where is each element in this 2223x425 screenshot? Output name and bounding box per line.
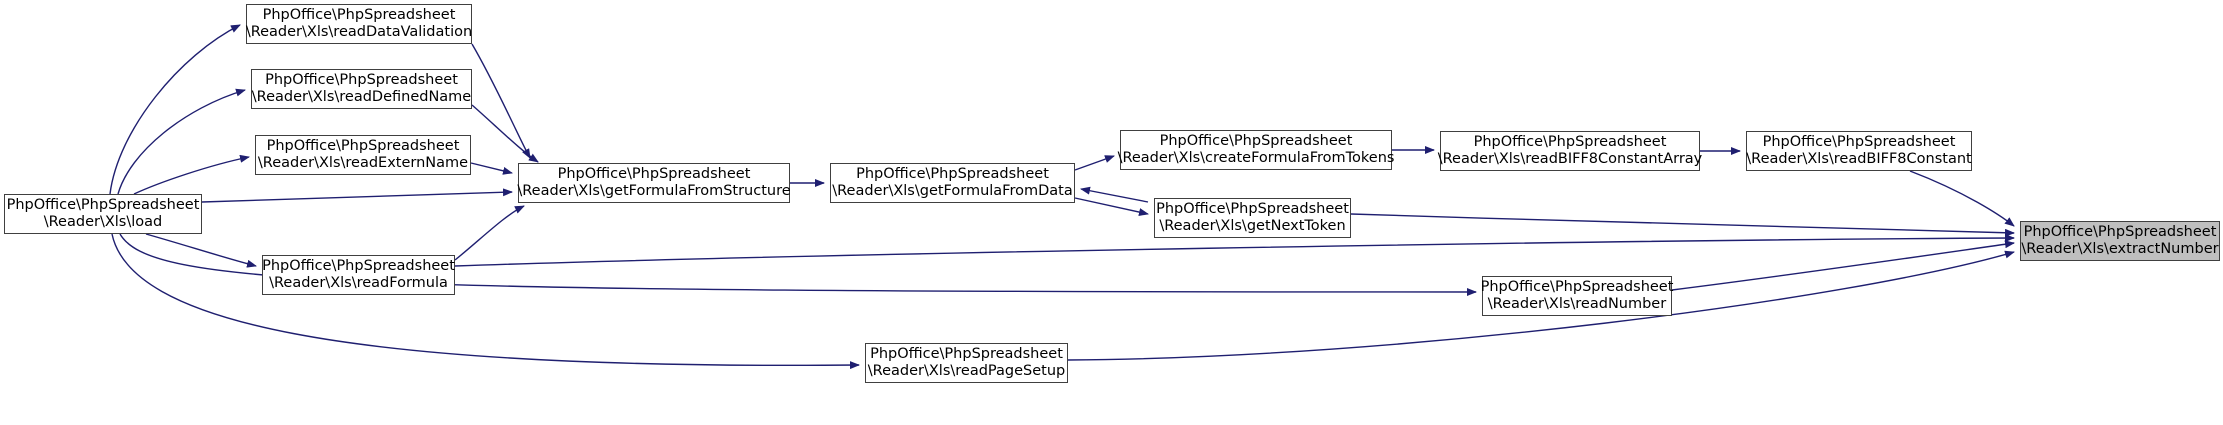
edge-get-formula-from-data-to-create-formula-from-tokens	[1074, 155, 1115, 171]
node-label-line2: \Reader\Xls\getFormulaFromStructure	[517, 183, 791, 199]
node-label-line1: PhpOffice\PhpSpreadsheet	[1156, 201, 1349, 217]
edge-load-to-read-extern-name	[133, 154, 250, 195]
edge-read-defined-name-to-get-formula-from-structure	[471, 104, 539, 163]
node-label-line1: PhpOffice\PhpSpreadsheet	[262, 258, 455, 274]
node-label-line1: PhpOffice\PhpSpreadsheet	[262, 7, 456, 23]
edge-load-to-read-data-validation	[109, 24, 241, 195]
node-label-line2: \Reader\Xls\readBIFF8Constant	[1746, 151, 1972, 167]
node-label-line1: PhpOffice\PhpSpreadsheet	[2023, 224, 2217, 240]
node-create-formula-from-tokens[interactable]: PhpOffice\PhpSpreadsheet\Reader\Xls\crea…	[1117, 130, 1395, 170]
node-label-line2: \Reader\Xls\readFormula	[269, 275, 448, 291]
node-label-line2: \Reader\Xls\readExternName	[257, 155, 469, 171]
node-label-line1: PhpOffice\PhpSpreadsheet	[1480, 279, 1674, 295]
node-read-page-setup[interactable]: PhpOffice\PhpSpreadsheet\Reader\Xls\read…	[865, 343, 1068, 383]
node-read-data-validation[interactable]: PhpOffice\PhpSpreadsheet\Reader\Xls\read…	[246, 4, 472, 44]
node-label-line2: \Reader\Xls\getFormulaFromData	[832, 183, 1073, 199]
node-read-number[interactable]: PhpOffice\PhpSpreadsheet\Reader\Xls\read…	[1480, 276, 1674, 316]
node-label-line2: \Reader\Xls\createFormulaFromTokens	[1117, 150, 1395, 166]
node-label-line2: \Reader\Xls\load	[43, 214, 163, 230]
node-label-line1: PhpOffice\PhpSpreadsheet	[266, 138, 460, 154]
node-label-line1: PhpOffice\PhpSpreadsheet	[870, 346, 1063, 362]
edge-read-biff8-constant-to-extract-number	[1909, 170, 2015, 227]
node-label-line2: \Reader\Xls\readBIFF8ConstantArray	[1437, 151, 1703, 167]
node-label-line2: \Reader\Xls\readDefinedName	[251, 89, 472, 105]
node-label-line1: PhpOffice\PhpSpreadsheet	[856, 166, 1049, 182]
node-label-line2: \Reader\Xls\extractNumber	[2021, 241, 2219, 257]
node-extract-number[interactable]: PhpOffice\PhpSpreadsheet\Reader\Xls\extr…	[2020, 221, 2220, 261]
node-read-biff8-constant[interactable]: PhpOffice\PhpSpreadsheet\Reader\Xls\read…	[1746, 131, 1972, 171]
node-label-line1: PhpOffice\PhpSpreadsheet	[1762, 134, 1956, 150]
node-label-line2: \Reader\Xls\readDataValidation	[245, 24, 473, 40]
edge-get-next-token-to-extract-number	[1350, 213, 2015, 237]
edge-load-to-get-formula-from-structure	[201, 188, 513, 203]
edge-read-number-to-extract-number	[1671, 240, 2015, 291]
node-label-line1: PhpOffice\PhpSpreadsheet	[1159, 133, 1353, 149]
edge-load-to-read-defined-name	[117, 88, 246, 195]
node-read-extern-name[interactable]: PhpOffice\PhpSpreadsheet\Reader\Xls\read…	[255, 135, 471, 175]
node-label-line2: \Reader\Xls\readPageSetup	[867, 363, 1066, 379]
edge-get-formula-from-data-to-get-next-token	[1074, 197, 1149, 216]
node-label-line1: PhpOffice\PhpSpreadsheet	[557, 166, 751, 182]
edge-get-next-token-to-get-formula-from-data	[1080, 186, 1149, 203]
node-label-line1: PhpOffice\PhpSpreadsheet	[265, 72, 458, 88]
edge-read-data-validation-to-get-formula-from-structure	[471, 43, 531, 159]
edge-load-to-read-page-setup	[111, 233, 860, 370]
node-load[interactable]: PhpOffice\PhpSpreadsheet\Reader\Xls\load	[4, 194, 202, 234]
edge-load-to-read-formula	[145, 233, 257, 268]
node-get-formula-from-data[interactable]: PhpOffice\PhpSpreadsheet\Reader\Xls\getF…	[830, 163, 1075, 203]
edge-read-formula-to-get-formula-from-structure	[454, 205, 525, 261]
edge-read-extern-name-to-get-formula-from-structure	[470, 162, 513, 175]
node-read-biff8-constant-array[interactable]: PhpOffice\PhpSpreadsheet\Reader\Xls\read…	[1437, 131, 1703, 171]
edge-read-formula-to-extract-number	[454, 234, 2015, 267]
node-get-next-token[interactable]: PhpOffice\PhpSpreadsheet\Reader\Xls\getN…	[1154, 198, 1351, 238]
node-read-formula[interactable]: PhpOffice\PhpSpreadsheet\Reader\Xls\read…	[262, 255, 455, 295]
node-get-formula-from-structure[interactable]: PhpOffice\PhpSpreadsheet\Reader\Xls\getF…	[517, 163, 791, 203]
node-label-line2: \Reader\Xls\getNextToken	[1159, 218, 1346, 234]
node-label-line1: PhpOffice\PhpSpreadsheet	[6, 197, 200, 213]
node-label-line2: \Reader\Xls\readNumber	[1487, 296, 1667, 312]
node-label-line1: PhpOffice\PhpSpreadsheet	[1473, 134, 1667, 150]
node-read-defined-name[interactable]: PhpOffice\PhpSpreadsheet\Reader\Xls\read…	[251, 69, 472, 109]
